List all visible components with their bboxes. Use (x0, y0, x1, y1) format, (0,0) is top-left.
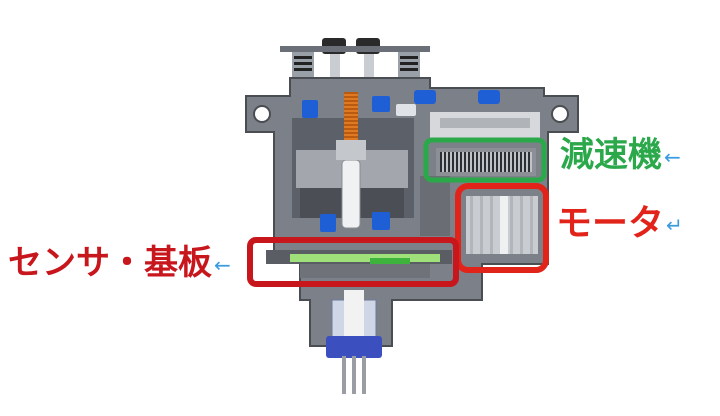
reducer-arrow-icon: ← (664, 144, 681, 169)
sensor-label: センサ・基板← (8, 246, 231, 280)
top-fasteners (280, 38, 430, 94)
sensor-label-text: センサ・基板 (8, 243, 212, 283)
sensor-highlight-box (247, 237, 459, 287)
sensor-arrow-icon: ← (214, 252, 231, 277)
housing (245, 77, 579, 394)
reducer-label: 減速機← (560, 138, 681, 172)
motor-arrow-icon: ↵ (666, 213, 683, 237)
reducer-label-text: 減速機 (560, 135, 662, 175)
motor-label-text: モータ (556, 203, 665, 244)
reducer-highlight-box (423, 137, 547, 183)
motor-highlight-box (455, 183, 549, 273)
motor-label: モータ↵ (556, 206, 683, 242)
